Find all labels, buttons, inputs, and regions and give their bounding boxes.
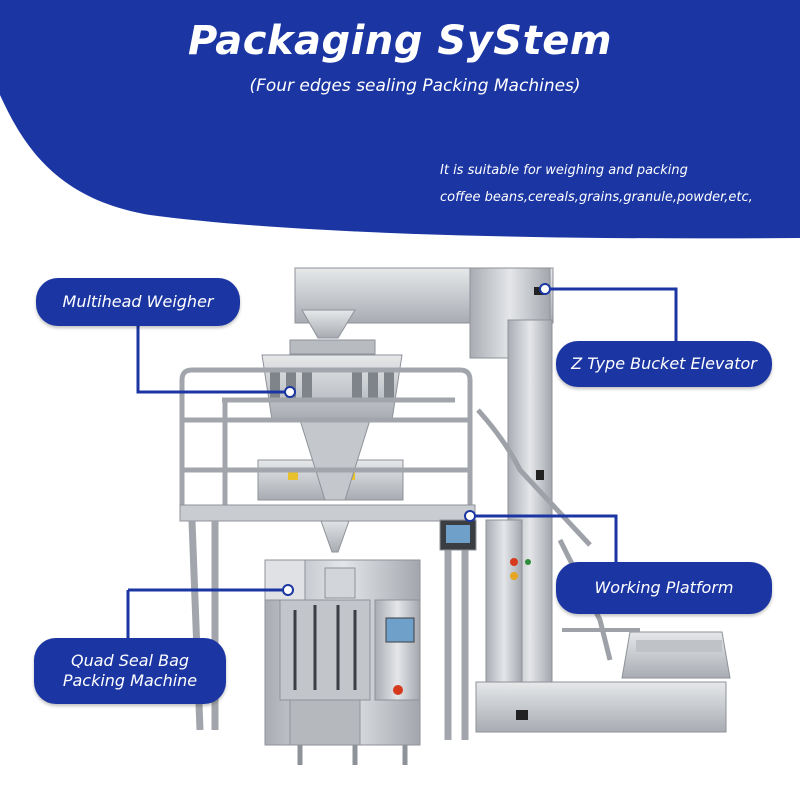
label-quad-seal-machine: Quad Seal Bag Packing Machine bbox=[34, 638, 226, 704]
label-bucket-elevator-text: Z Type Bucket Elevator bbox=[571, 354, 757, 373]
label-quad-seal-line-1: Quad Seal Bag bbox=[70, 651, 190, 670]
label-working-platform-text: Working Platform bbox=[594, 578, 734, 597]
label-quad-seal-line-2: Packing Machine bbox=[62, 671, 198, 690]
description-line-1: It is suitable for weighing and packing bbox=[440, 163, 688, 178]
label-multihead-weigher: Multihead Weigher bbox=[36, 278, 240, 326]
packaging-machine-illustration bbox=[179, 267, 731, 765]
quad-seal-packing-machine-graphic bbox=[264, 559, 421, 765]
label-multihead-weigher-text: Multihead Weigher bbox=[62, 292, 214, 311]
page-title: Packaging SyStem bbox=[187, 18, 613, 64]
label-bucket-elevator: Z Type Bucket Elevator bbox=[556, 341, 772, 387]
label-working-platform: Working Platform bbox=[556, 562, 772, 614]
header-banner bbox=[0, 0, 800, 239]
description-line-2: coffee beans,cereals,grains,granule,powd… bbox=[440, 190, 753, 205]
page-subtitle: (Four edges sealing Packing Machines) bbox=[249, 76, 581, 96]
